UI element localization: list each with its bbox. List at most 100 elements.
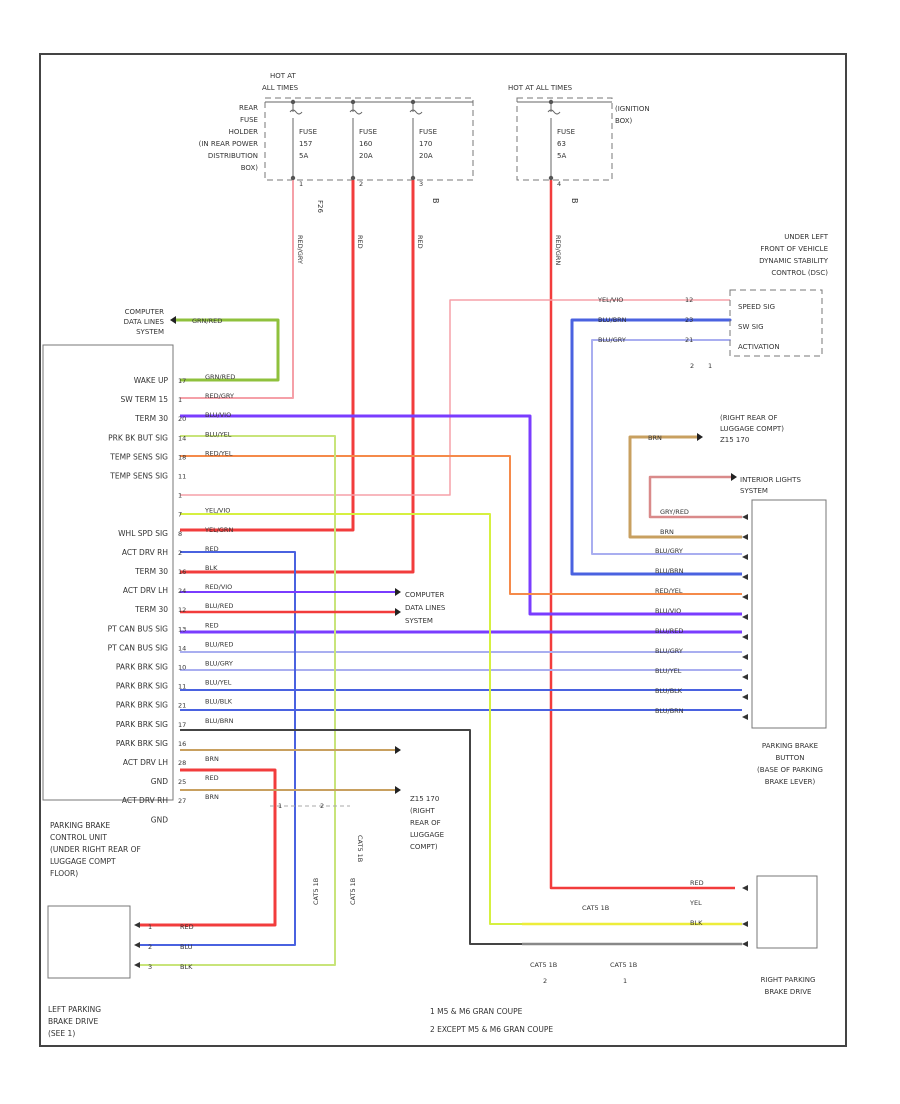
module-pin-label: WHL SPD SIG [118,529,168,538]
interior-lights-system: SYSTEM [740,487,768,495]
connector-arrow-icon [742,921,748,927]
wire-label: BRN [205,755,219,763]
module-pin-label: PARK BRK SIG [116,720,168,729]
wires [140,101,742,966]
module-pin-number: 14 [178,644,186,652]
wire-brn-ground [628,435,742,539]
module-pin-number: 16 [178,568,186,576]
interior-lights-system: INTERIOR LIGHTS [740,476,801,484]
module-pin-number: 7 [178,511,182,519]
connector-arrow-icon [742,941,748,947]
computer-data-lines-label: SYSTEM [136,328,164,336]
wire-label: BLU [180,943,193,951]
connector-arrow-icon [170,316,176,324]
dsc-pin: 12 [685,296,693,304]
wire-label: RED/YEL [655,587,683,595]
dsc-pin: 2 [690,362,694,370]
wire-label: BLU/GRY [655,647,683,655]
left-parking-brake-drive-label: LEFT PARKING [48,1005,101,1014]
module-pin-number: 28 [178,759,186,767]
fuse-symbol-icon [349,109,363,115]
module-pin-label: GND [151,815,168,824]
module-pin-number: 8 [178,530,182,538]
wire-blk-gnd [180,729,522,945]
module-pin-number: 18 [178,453,186,461]
module-pin-label: TEMP SENS SIG [109,472,168,481]
cat-number: 2 [543,977,547,985]
left-parking-brake-drive-label: (SEE 1) [48,1029,75,1038]
interior-lights-location: (RIGHT REAR OF [720,414,778,422]
connector-arrow-icon [742,514,748,520]
module-pin-label: PRK BK BUT SIG [108,433,168,442]
module-pin-number: 20 [178,415,186,423]
module-pin-number: 2 [178,549,182,557]
parking-brake-control-unit-label: FLOOR) [50,869,78,878]
wire-label: BLU/RED [205,602,233,610]
module-pin-label: PT CAN BUS SIG [108,624,169,633]
connector-arrow-icon [731,473,737,481]
cat-tag: CAT5 1B [356,835,364,862]
wire-label: BLU/BLK [205,698,233,706]
module-pin-label: TERM 30 [134,567,168,576]
wire-wake-up [176,318,280,382]
wire-blu-gry-dsc [591,339,742,555]
fuse-terminal [290,99,296,105]
parking-brake-button-label: BRAKE LEVER) [765,778,816,786]
wire-label: YEL [689,899,702,907]
hot-at-label: HOT AT [270,72,297,80]
module-pin-number: 1 [178,492,182,500]
ignition-box-label: (IGNITION [615,105,650,113]
interior-lights-location: Z15 170 [720,436,749,444]
module-pin-number: 17 [178,377,186,385]
wire-blk-term30 [140,551,296,946]
fuse-terminal [548,175,554,181]
cat-tag: CAT5 1B [312,878,320,905]
fuse-terminal [350,175,356,181]
fuse-number: 157 [299,140,312,148]
parking-brake-control-unit-label: PARKING BRAKE [50,821,110,830]
connector-arrow-icon [395,746,401,754]
ground-location-label: COMPT) [410,843,438,851]
module-pin-label: GND [151,777,168,786]
module-pin-label: WAKE UP [134,376,169,385]
wire-label: BLK [205,564,218,572]
wire-label: RED [205,774,219,782]
rear-fuse-holder-label: HOLDER [229,128,258,136]
wire-label: BLU/BRN [205,717,234,725]
wire-yel-vio [180,299,730,496]
right-parking-brake-drive-box [756,875,818,949]
fuse-pin: 1 [299,180,303,188]
interior-lights-location: LUGGAGE COMPT) [720,425,784,433]
connector-arrow-icon [742,654,748,660]
parking-brake-control-unit-label: CONTROL UNIT [50,833,107,842]
fuse-terminal [548,99,554,105]
right-parking-brake-drive-label: BRAKE DRIVE [765,988,812,996]
rear-fuse-holder-label: FUSE [240,116,258,124]
dsc-label: FRONT OF VEHICLE [760,245,828,253]
wire-label: BLU/GRY [205,660,233,668]
wire-label: BRN [660,528,674,536]
wire-label: RED [690,879,704,887]
wire-label: RED/GRY [296,235,304,264]
wire-tag: 1 [278,802,282,810]
dsc-row-label: SW SIG [738,323,764,331]
connector-arrow-icon [742,674,748,680]
wire-label: RED/GRY [205,392,234,400]
wire-label: RED/GRN [554,235,562,265]
wire-blu-brn-dsc [570,318,742,576]
wire-label: RED [205,545,219,553]
module-pin-number: 14 [178,434,186,442]
module-pin-number: 1 [178,396,182,404]
wire-label: BLU/BRN [655,567,684,575]
module-pin-number: 13 [178,625,186,633]
wire-fuse-170 [180,180,415,574]
rear-fuse-holder-label: DISTRIBUTION [208,152,258,160]
dsc-pin: 23 [685,316,693,324]
fuse-name: FUSE [299,128,317,136]
footnote: 2 EXCEPT M5 & M6 GRAN COUPE [430,1025,553,1034]
fuse-pin: 2 [359,180,363,188]
ground-location-label: Z15 170 [410,795,439,803]
connector-arrow-icon [742,534,748,540]
